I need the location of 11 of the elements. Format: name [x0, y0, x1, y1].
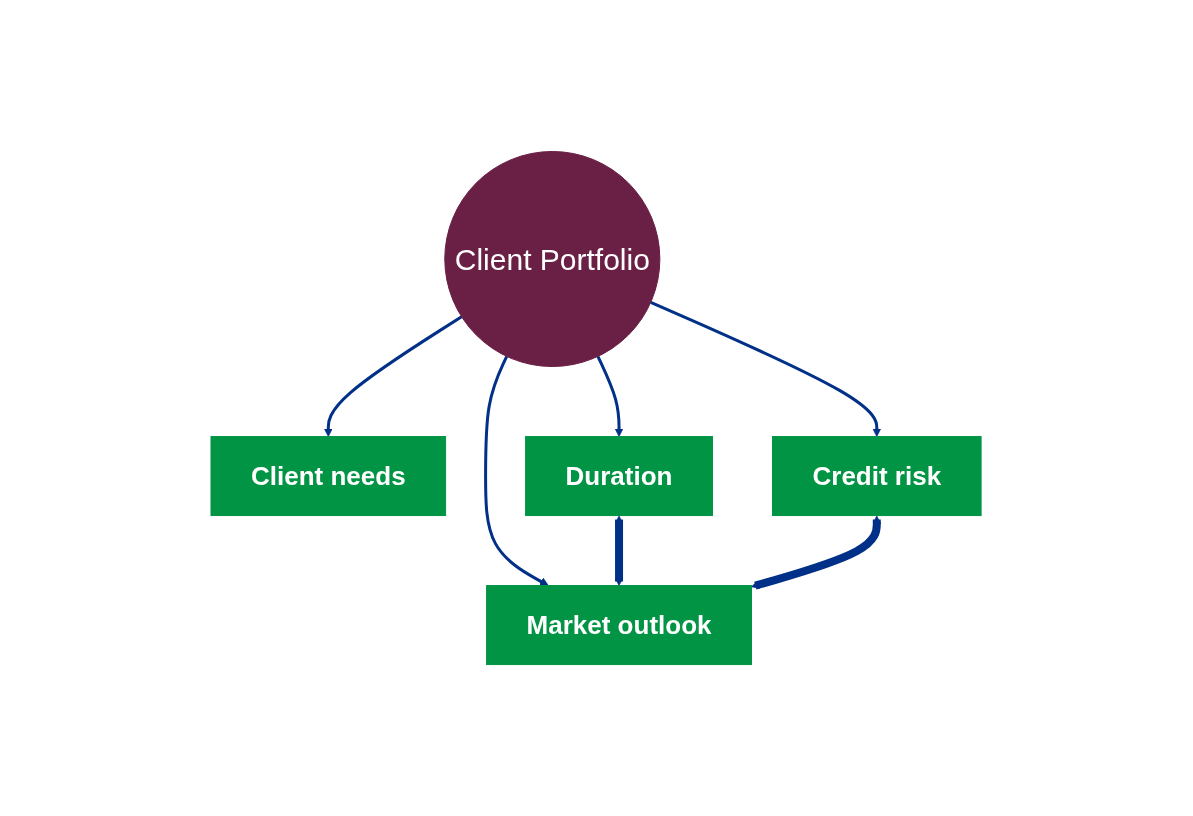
arrow	[615, 515, 624, 586]
arrow	[484, 355, 550, 586]
node-box: Client needs	[210, 436, 447, 517]
arrow	[650, 300, 882, 437]
arrow	[324, 315, 463, 437]
arrow	[751, 515, 882, 590]
node-box: Market outlook	[486, 585, 753, 666]
node-box: Credit risk	[772, 436, 983, 517]
node-box: Duration	[525, 436, 714, 517]
node-circle: Client Portfolio	[444, 150, 661, 368]
arrow	[597, 355, 624, 437]
